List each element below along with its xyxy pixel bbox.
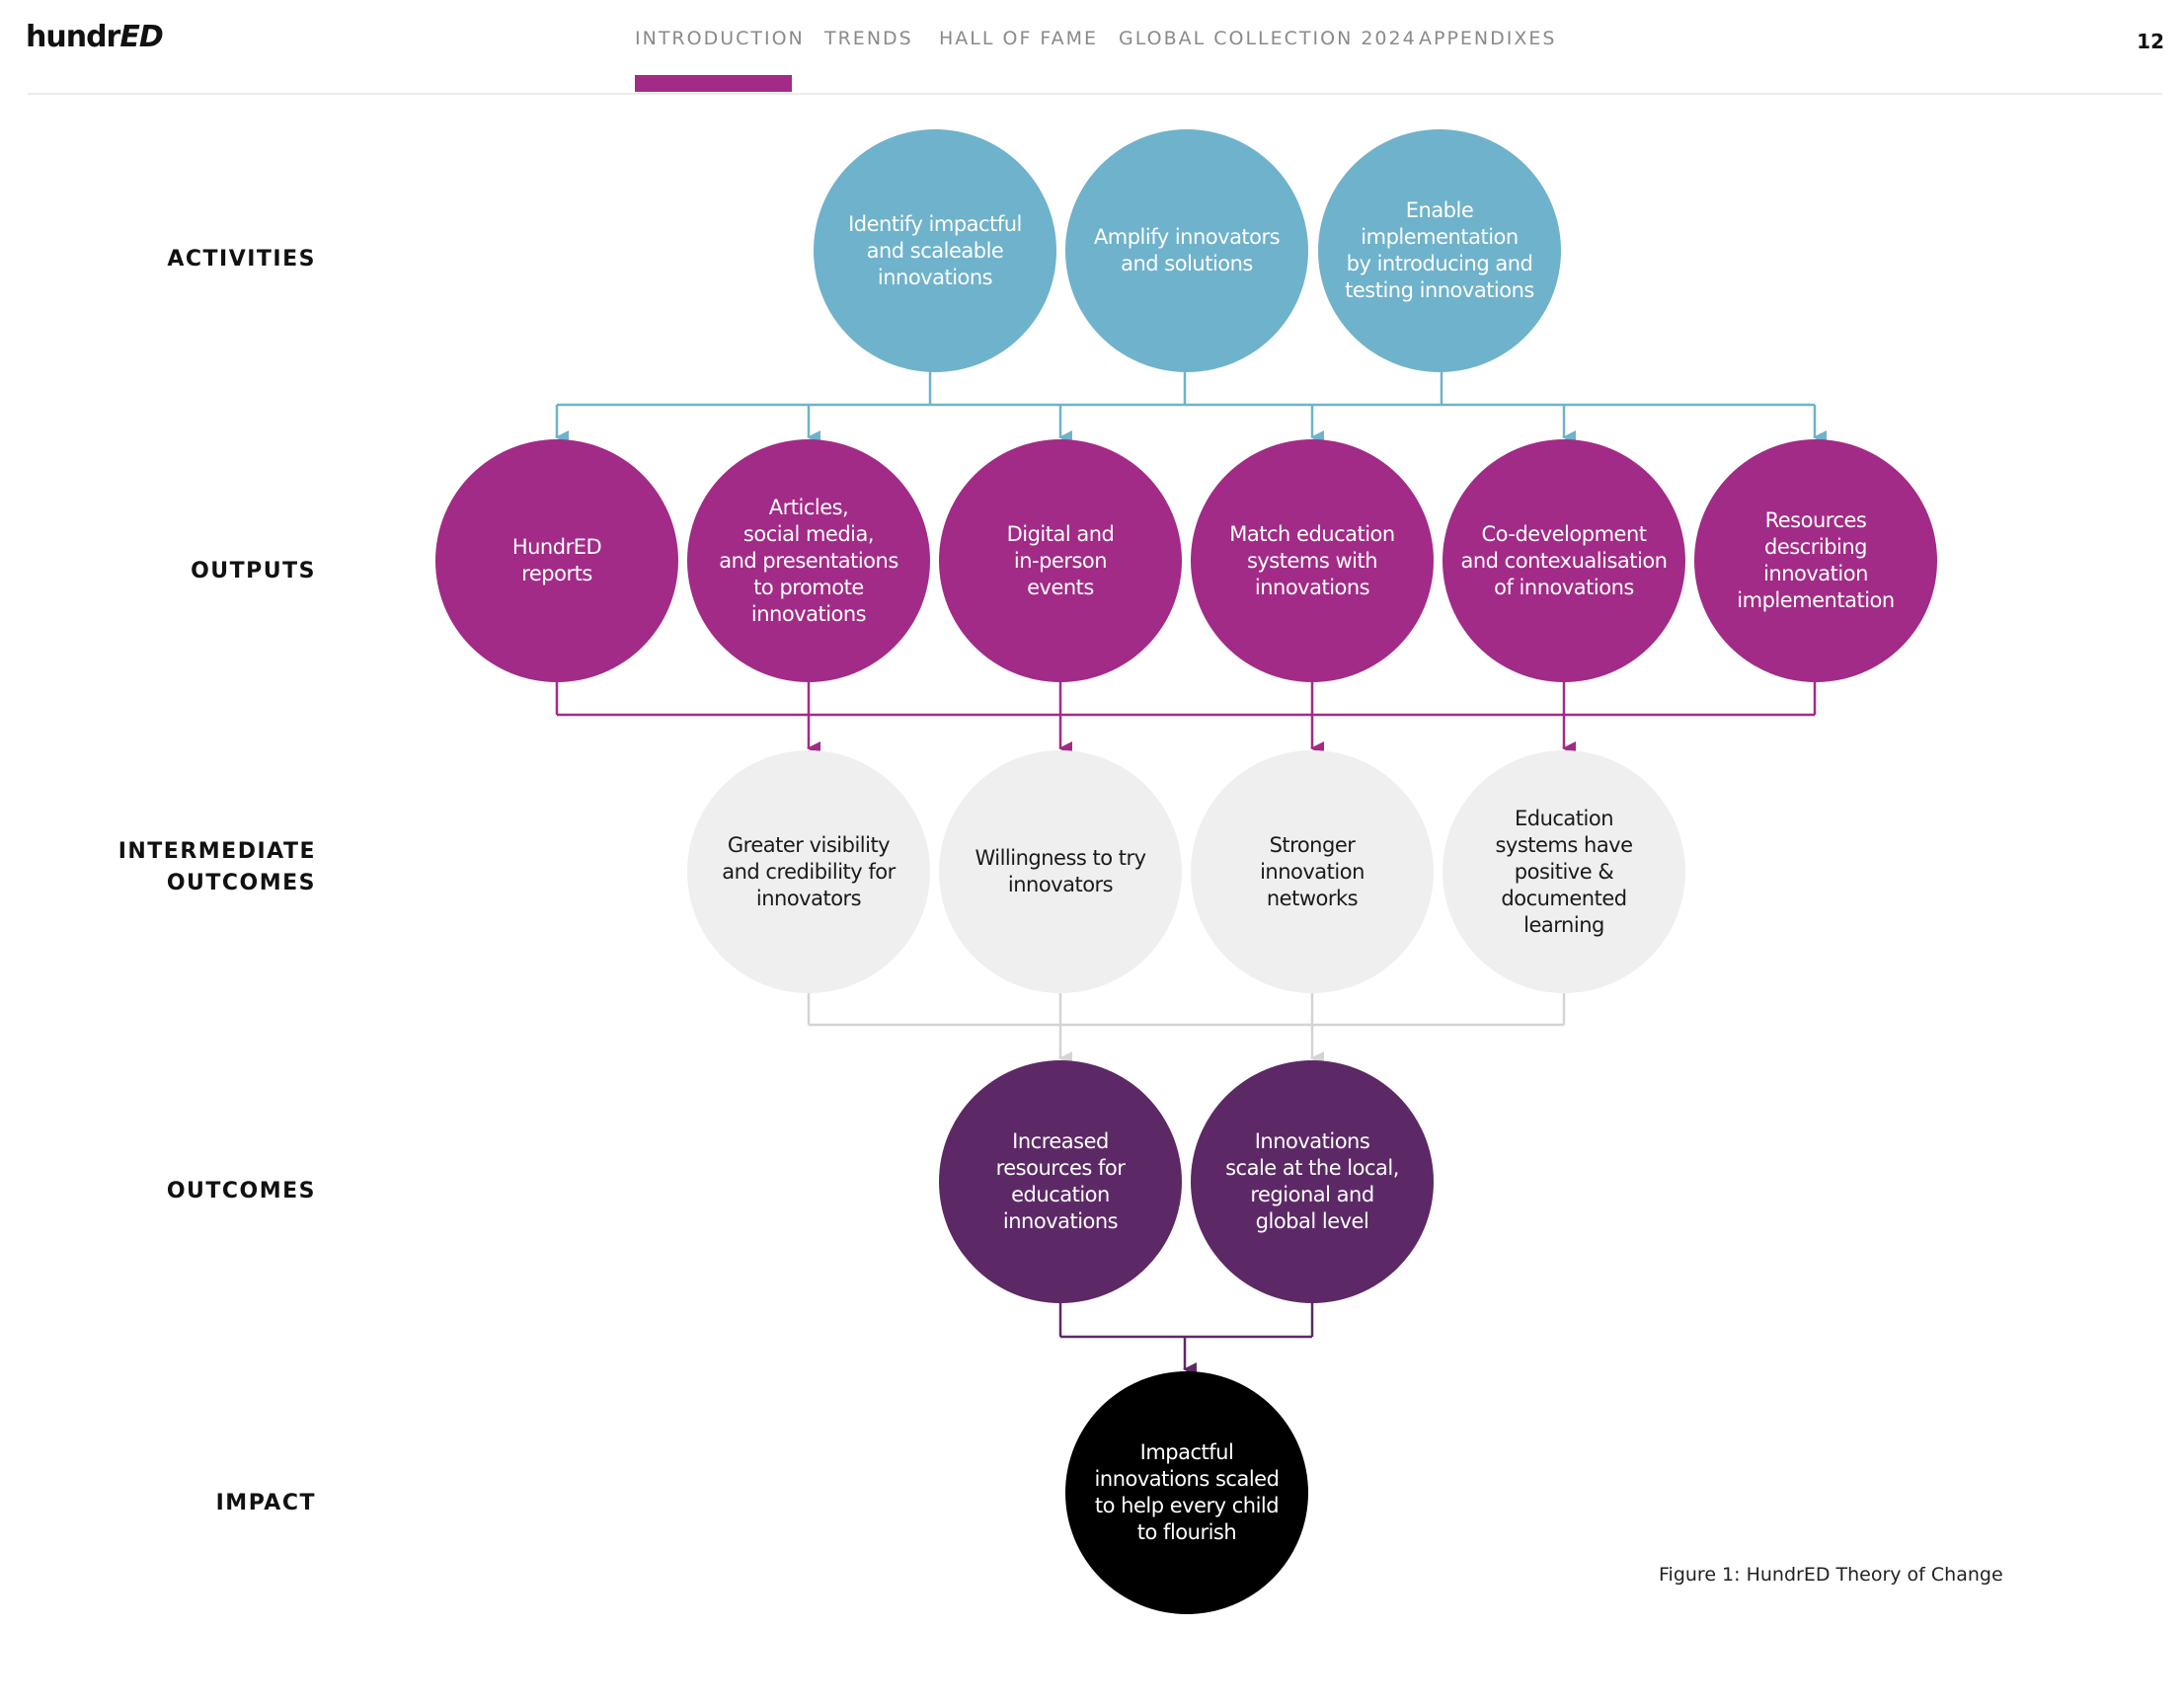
impact-label: Impactful innovations scaled to help eve… [1094,1440,1280,1544]
nav-appendixes[interactable]: APPENDIXES [1419,28,1557,49]
output-match-education-systems: Match education systems with innovations [1191,439,1434,682]
activities-to-outputs-connector [555,369,1827,444]
outcome-innovations-scale: Innovations scale at the local, regional… [1191,1060,1434,1303]
intermediate-willingness: Willingness to try innovators [939,750,1182,993]
outputs-to-intermediate-connector [555,681,1817,755]
output-resources: Resources describing innovation implemen… [1694,439,1937,682]
outcomes-to-impact-connector [1058,1301,1314,1376]
output-articles-social-media: Articles, social media, and presentation… [687,439,930,682]
header-bar: hundrED INTRODUCTION TRENDS HALL OF FAME… [0,0,2184,95]
intermediate-label: Greater visibility and credibility for i… [722,832,896,910]
output-label: HundrED reports [511,535,602,585]
nav-hall-of-fame[interactable]: HALL OF FAME [939,28,1098,49]
outcome-increased-resources: Increased resources for education innova… [939,1060,1182,1303]
active-nav-indicator [635,75,792,92]
output-hundred-reports: HundrED reports [435,439,678,682]
page-number: 12 [2137,30,2164,53]
intermediate-label: Education systems have positive & docume… [1495,806,1633,937]
row-label-outcomes: OUTCOMES [166,1179,316,1203]
intermediate-visibility-credibility: Greater visibility and credibility for i… [687,750,930,993]
nav-global-collection-2024[interactable]: GLOBAL COLLECTION 2024 [1119,28,1417,49]
hundred-logo[interactable]: hundrED [26,20,164,54]
intermediate-to-outcomes-connector [807,991,1566,1065]
intermediate-networks: Stronger innovation networks [1191,750,1434,993]
activity-amplify-innovators: Amplify innovators and solutions [1065,129,1308,372]
figure-caption: Figure 1: HundrED Theory of Change [1659,1564,2003,1586]
output-label: Co-development and contexualisation of i… [1460,521,1668,599]
top-nav: INTRODUCTION TRENDS HALL OF FAME GLOBAL … [0,28,2184,57]
row-label-impact: IMPACT [215,1491,316,1515]
row-label-outputs: OUTPUTS [191,559,316,583]
row-label-activities: ACTIVITIES [167,247,316,271]
output-label: Articles, social media, and presentation… [719,495,898,626]
intermediate-label: Stronger innovation networks [1260,832,1365,910]
output-label: Digital and in-person events [1006,521,1115,599]
nav-trends[interactable]: TRENDS [824,28,913,49]
outcome-label: Increased resources for education innova… [995,1129,1126,1233]
output-events: Digital and in-person events [939,439,1182,682]
logo-ed: ED [119,20,163,54]
activity-label: Enable implementation by introducing and… [1345,198,1534,302]
activity-label: Identify impactful and scaleable innovat… [848,211,1022,289]
activity-label: Amplify innovators and solutions [1093,225,1281,275]
activity-identify-innovations: Identify impactful and scaleable innovat… [814,129,1056,372]
header-divider [28,93,2162,95]
row-label-intermediate-outcomes: INTERMEDIATE OUTCOMES [117,839,316,895]
logo-main: hundr [26,20,120,54]
output-label: Match education systems with innovations [1229,521,1395,599]
activity-enable-implementation: Enable implementation by introducing and… [1318,129,1561,372]
outcome-label: Innovations scale at the local, regional… [1225,1129,1399,1233]
intermediate-label: Willingness to try innovators [975,846,1146,896]
intermediate-education-systems: Education systems have positive & docume… [1443,750,1685,993]
nav-introduction[interactable]: INTRODUCTION [635,28,805,49]
output-label: Resources describing innovation implemen… [1737,508,1895,612]
output-co-development: Co-development and contexualisation of i… [1443,439,1685,682]
impact-node: Impactful innovations scaled to help eve… [1065,1371,1308,1614]
